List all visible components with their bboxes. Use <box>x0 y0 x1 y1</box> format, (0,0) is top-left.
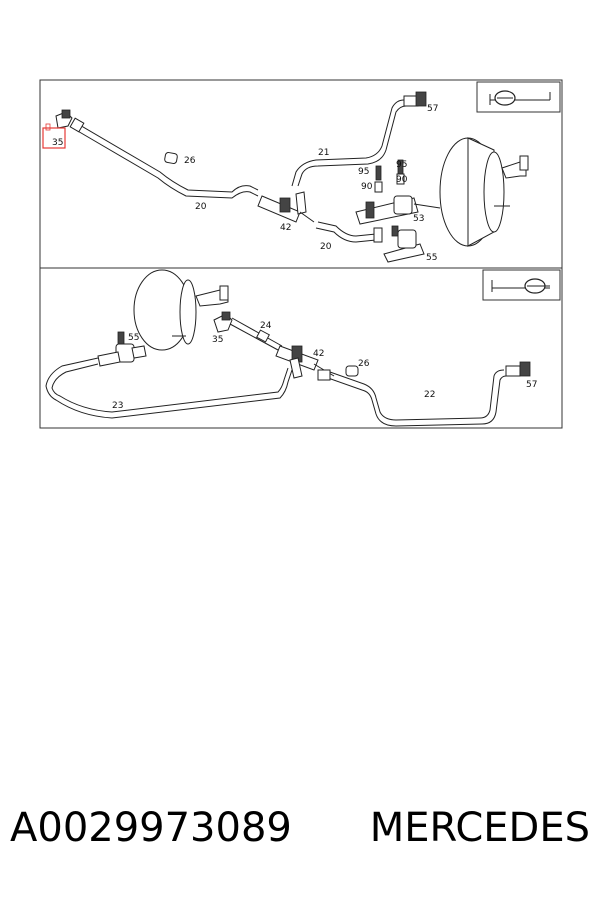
part-26-sleeve-top <box>164 152 178 164</box>
label-42-top: 42 <box>280 223 291 233</box>
diagram-frame <box>39 79 563 429</box>
part-26-sleeve-bottom <box>345 365 359 377</box>
label-26-bottom: 26 <box>358 359 370 369</box>
label-35-bottom: 35 <box>212 335 223 345</box>
brand-name: MERCEDES <box>369 805 590 851</box>
highlight-box-35 <box>42 127 66 149</box>
part-53-valve <box>355 195 441 225</box>
part-55-valve-bottom <box>97 331 147 367</box>
label-90-b: 90 <box>396 175 408 185</box>
part-57-bottom <box>505 361 531 377</box>
label-55-top: 55 <box>426 253 437 263</box>
brake-booster-top <box>439 137 529 247</box>
pipe-24 <box>229 317 283 351</box>
label-55-bottom: 55 <box>128 333 139 343</box>
label-21: 21 <box>318 148 329 158</box>
product-caption: A0029973089 MERCEDES <box>10 805 590 851</box>
pipe-23 <box>45 357 293 419</box>
label-53: 53 <box>413 214 424 224</box>
pipe-20-top <box>69 117 259 199</box>
fittings-95-90 <box>374 159 405 193</box>
label-95-a: 95 <box>358 167 369 177</box>
part-number: A0029973089 <box>10 805 292 851</box>
orientation-symbol-top <box>476 81 561 113</box>
label-35-top: 35 <box>52 138 63 148</box>
label-90-a: 90 <box>361 182 373 192</box>
label-24: 24 <box>260 321 272 331</box>
bottom-panel: 55 35 24 42 26 23 22 57 <box>45 269 561 427</box>
label-57-bottom: 57 <box>526 380 537 390</box>
label-42-bottom: 42 <box>313 349 324 359</box>
part-42-connector-bottom <box>275 345 335 379</box>
label-20-top-a: 20 <box>195 202 207 212</box>
top-panel: 35 26 20 21 42 20 57 95 95 90 90 53 55 <box>42 81 561 263</box>
part-35-elbow-top <box>55 109 73 129</box>
pipe-22 <box>317 369 507 427</box>
part-42-connector-top <box>257 191 315 223</box>
pipe-21 <box>291 91 427 187</box>
label-57-top: 57 <box>427 104 438 114</box>
part-55-valve-top <box>383 225 425 263</box>
label-95-b: 95 <box>396 160 407 170</box>
label-23: 23 <box>112 401 123 411</box>
label-22: 22 <box>424 390 435 400</box>
orientation-symbol-bottom <box>482 269 561 301</box>
label-26-top: 26 <box>184 156 196 166</box>
brake-booster-bottom <box>133 269 229 351</box>
part-35-elbow-bottom <box>213 311 233 333</box>
pipe-20-lower <box>315 221 383 243</box>
label-20-top-b: 20 <box>320 242 332 252</box>
